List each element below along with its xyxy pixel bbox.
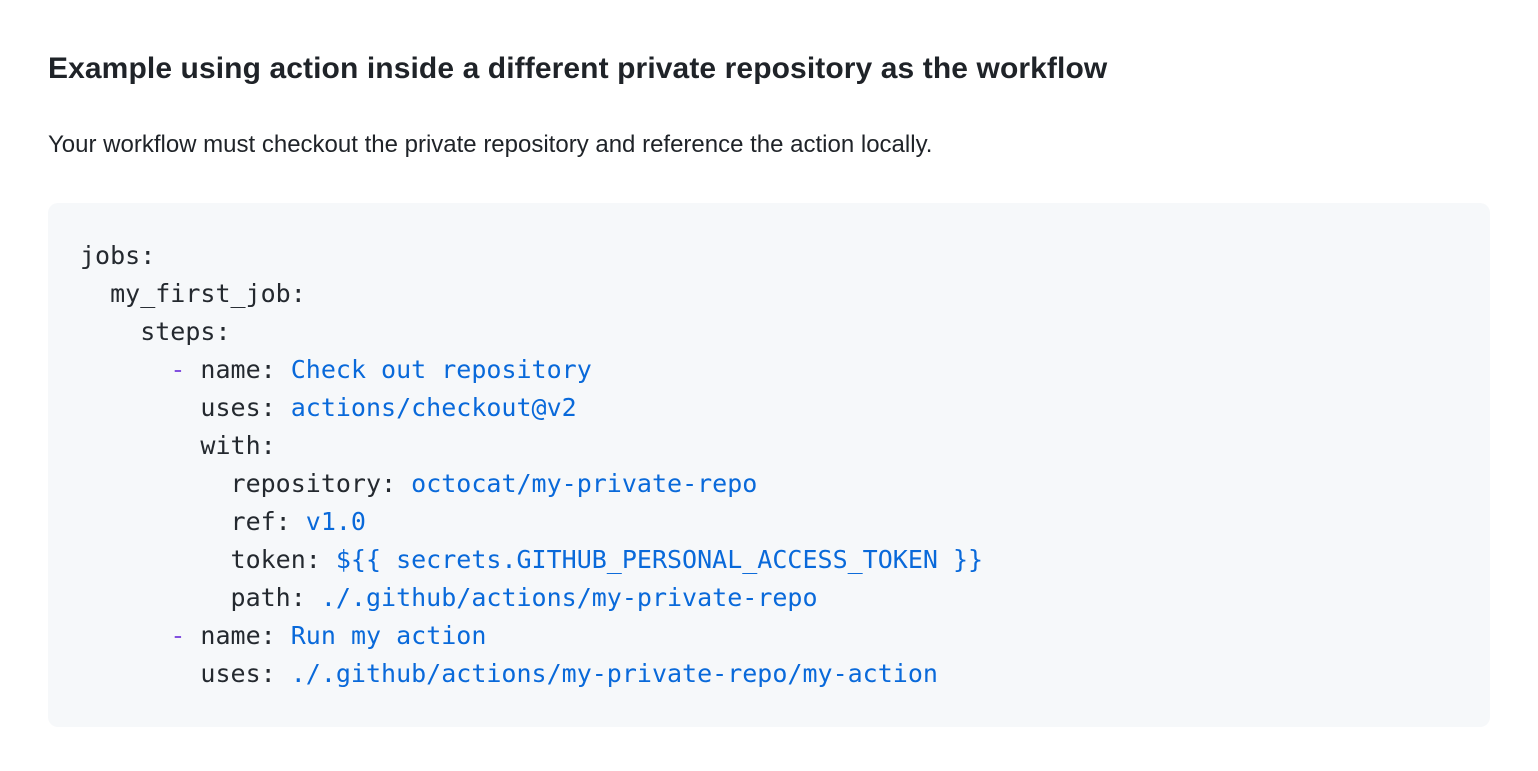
yaml-key: jobs: (80, 241, 156, 270)
yaml-value: v1.0 (305, 507, 366, 536)
yaml-list-dash: - (170, 355, 186, 384)
code-line: repository: octocat/my-private-repo (80, 465, 1458, 503)
code-line: my_first_job: (80, 275, 1458, 313)
yaml-key: name: (185, 621, 291, 650)
yaml-key: path: (80, 583, 321, 612)
yaml-key: name: (185, 355, 291, 384)
code-block: jobs: my_first_job: steps: - name: Check… (48, 203, 1490, 727)
yaml-key: uses: (80, 393, 291, 422)
code-line: - name: Run my action (80, 617, 1458, 655)
yaml-value: Check out repository (290, 355, 592, 384)
yaml-value: ${{ secrets.GITHUB_PERSONAL_ACCESS_TOKEN… (335, 545, 984, 574)
section-heading: Example using action inside a different … (48, 52, 1108, 85)
yaml-key: repository: (80, 469, 412, 498)
yaml-key: with: (80, 431, 276, 460)
yaml-key (80, 355, 170, 384)
yaml-key: ref: (80, 507, 306, 536)
code-line: uses: actions/checkout@v2 (80, 389, 1458, 427)
code-line: - name: Check out repository (80, 351, 1458, 389)
yaml-value: octocat/my-private-repo (411, 469, 758, 498)
code-line: steps: (80, 313, 1458, 351)
code-line: jobs: (80, 237, 1458, 275)
yaml-value: Run my action (290, 621, 487, 650)
yaml-key: token: (80, 545, 336, 574)
code-line: uses: ./.github/actions/my-private-repo/… (80, 655, 1458, 693)
yaml-value: actions/checkout@v2 (290, 393, 577, 422)
code-line: token: ${{ secrets.GITHUB_PERSONAL_ACCES… (80, 541, 1458, 579)
yaml-key: my_first_job: (80, 279, 306, 308)
code-line: path: ./.github/actions/my-private-repo (80, 579, 1458, 617)
intro-paragraph: Your workflow must checkout the private … (48, 131, 933, 158)
yaml-key: steps: (80, 317, 231, 346)
yaml-value: ./.github/actions/my-private-repo/my-act… (290, 659, 938, 688)
yaml-value: ./.github/actions/my-private-repo (320, 583, 818, 612)
yaml-key: uses: (80, 659, 291, 688)
yaml-key (80, 621, 170, 650)
code-line: with: (80, 427, 1458, 465)
code-line: ref: v1.0 (80, 503, 1458, 541)
yaml-list-dash: - (170, 621, 186, 650)
